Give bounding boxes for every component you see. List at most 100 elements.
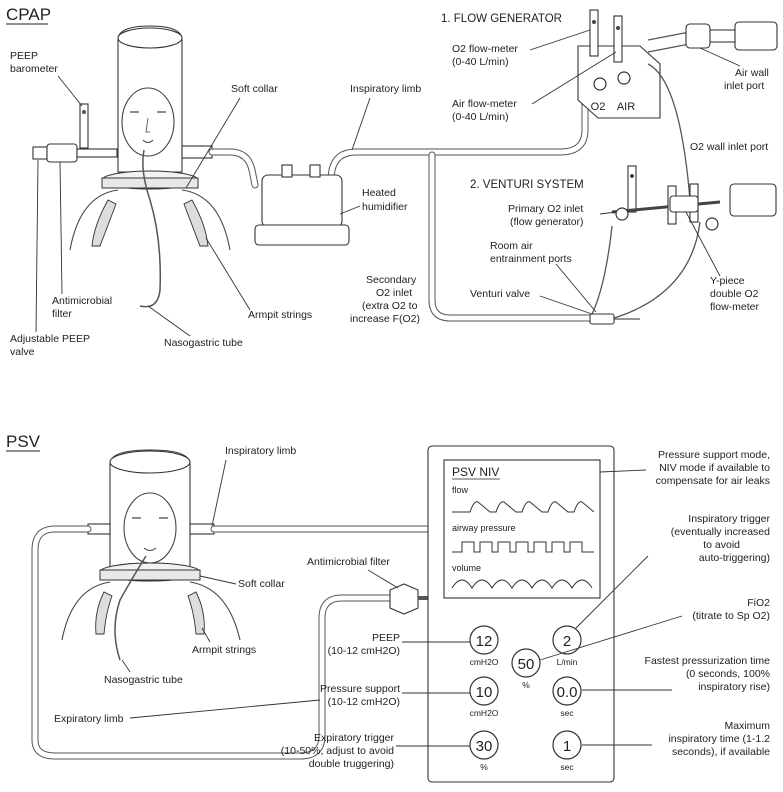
psv-label-mode-3: compensate for air leaks [656,475,770,487]
psv-label-expiratory-trigger-2: (10-50%, adjust to avoid [281,745,394,757]
psv-label-mode-2: NIV mode if available to [659,462,770,474]
psv-label-fio2-1: FiO2 [747,597,770,609]
psv-label-peep-1: PEEP [372,632,400,644]
psv-title: PSV [6,432,41,451]
knob-inspiratory-trigger-unit: L/min [557,657,578,667]
label-room-air-1: Room air [490,240,533,252]
screen-mode: PSV NIV [452,465,499,479]
label-peep-barometer-1: PEEP [10,50,38,62]
volume-waveform [451,579,593,589]
knob-peep-unit: cmH2O [470,657,499,667]
flow-generator-heading: 1. FLOW GENERATOR [441,13,562,25]
knob-peep[interactable]: 12 cmH2O [469,625,499,667]
psv-label-inspiratory-limb: Inspiratory limb [225,445,296,457]
label-primary-o2-1: Primary O2 inlet [508,203,583,215]
knob-expiratory-trigger-unit: % [480,762,488,772]
psv-label-max-insp-1: Maximum [724,720,770,732]
air-wall-inlet [685,23,711,49]
label-o2-flowmeter-1: O2 flow-meter [452,43,518,55]
knob-expiratory-trigger[interactable]: 30 % [469,730,499,772]
venturi-system-device [611,165,777,231]
label-soft-collar: Soft collar [231,83,278,95]
label-o2-flowmeter-2: (0-40 L/min) [452,56,509,68]
venturi-o2-lines [589,221,701,323]
knob-pressurization-value: 0.0 [557,684,578,701]
psv-label-expiratory-trigger-3: double truggering) [309,758,394,770]
label-heated-humidifier-1: Heated [362,187,396,199]
psv-helmet-port-right [189,523,215,535]
label-adjustable-peep-1: Adjustable PEEP [10,333,90,345]
cpap-nasogastric-tube-line [139,149,162,308]
knob-pressurization-time[interactable]: 0.0 sec [552,676,582,718]
psv-label-fastest-pressurization-3: inspiratory rise) [698,681,770,693]
knob-pressure-support-unit: cmH2O [470,708,499,718]
pressure-waveform [452,541,594,553]
knob-peep-value: 12 [476,633,493,650]
knob-pressurization-unit: sec [560,708,574,718]
knob-fio2-value: 50 [518,656,535,673]
ventilator: PSV NIV flow airway pressure volume [427,445,615,783]
label-y-piece-3: flow-meter [710,301,760,313]
svg-text:PEEP: PEEP [10,50,38,62]
label-antimicrobial-1: Antimicrobial [52,295,112,307]
knob-inspiratory-trigger-value: 2 [563,633,571,650]
label-y-piece-2: double O2 [710,288,759,300]
psv-label-fastest-pressurization-2: (0 seconds, 100% [686,668,770,680]
label-air-flowmeter-2: (0-40 L/min) [452,111,509,123]
psv-label-insp-trigger-1: Inspiratory trigger [688,513,770,525]
psv-label-fio2-2: (titrate to Sp O2) [692,610,770,622]
cpap-inspiratory-tube [327,87,588,188]
knob-inspiratory-trigger[interactable]: 2 L/min [552,625,582,667]
label-o2-wall-inlet: O2 wall inlet port [690,141,768,153]
knob-pressure-support[interactable]: 10 cmH2O [469,676,499,718]
label-inspiratory-limb: Inspiratory limb [350,83,421,95]
flow-generator-air-label: AIR [617,101,635,113]
psv-label-insp-trigger-3: to avoid [703,539,740,551]
psv-labels: Inspiratory limb Antimicrobial filter So… [54,445,770,770]
label-nasogastric-tube: Nasogastric tube [164,337,243,349]
knob-max-insp-time-value: 1 [563,738,571,755]
cpap-peep-valve [32,103,118,163]
knob-fio2[interactable]: 50 % [511,648,541,690]
svg-text:barometer: barometer [10,63,58,75]
label-secondary-o2-4: increase F(O2) [350,313,420,325]
flow-generator-device: O2 AIR [577,9,661,119]
psv-label-pressure-support-1: Pressure support [320,683,400,695]
label-y-piece-1: Y-piece [710,275,745,287]
psv-label-pressure-support-2: (10-12 cmH2O) [328,696,400,708]
psv-label-peep-2: (10-12 cmH2O) [328,645,400,657]
knob-expiratory-trigger-value: 30 [476,738,493,755]
label-antimicrobial-2: filter [52,308,72,320]
label-heated-humidifier-2: humidifier [362,201,408,213]
heated-humidifier [254,164,350,246]
psv-nasogastric-tube-line [114,555,147,661]
psv-helmet [61,449,241,641]
knob-pressure-support-value: 10 [476,684,493,701]
venturi-valve [589,313,615,325]
psv-label-max-insp-3: seconds), if available [672,746,770,758]
label-air-wall-inlet-1: Air wall [735,67,769,79]
label-primary-o2-2: (flow generator) [510,216,584,228]
label-secondary-o2-1: Secondary [366,274,417,286]
label-secondary-o2-2: O2 inlet [376,287,412,299]
psv-label-fastest-pressurization-1: Fastest pressurization time [645,655,771,667]
cpap-helmet [69,25,231,251]
wave-label-flow: flow [452,485,469,495]
psv-label-mode-1: Pressure support mode, [658,449,770,461]
wave-label-volume: volume [452,563,481,573]
psv-label-soft-collar: Soft collar [238,578,285,590]
knob-fio2-unit: % [522,680,530,690]
label-air-wall-inlet-2: inlet port [724,80,764,92]
label-peep-barometer-2: barometer [10,63,58,75]
psv-label-antimicrobial-filter: Antimicrobial filter [307,556,390,568]
label-armpit-strings: Armpit strings [248,309,312,321]
psv-label-expiratory-trigger-1: Expiratory trigger [314,732,394,744]
psv-antimicrobial-filter [389,583,428,615]
knob-max-insp-time-unit: sec [560,762,574,772]
knob-max-inspiratory-time[interactable]: 1 sec [552,730,582,772]
label-venturi-valve: Venturi valve [470,288,530,300]
cpap-title: CPAP [6,5,51,24]
flow-waveform [452,501,595,513]
cpap-venturi-tube [429,152,593,321]
